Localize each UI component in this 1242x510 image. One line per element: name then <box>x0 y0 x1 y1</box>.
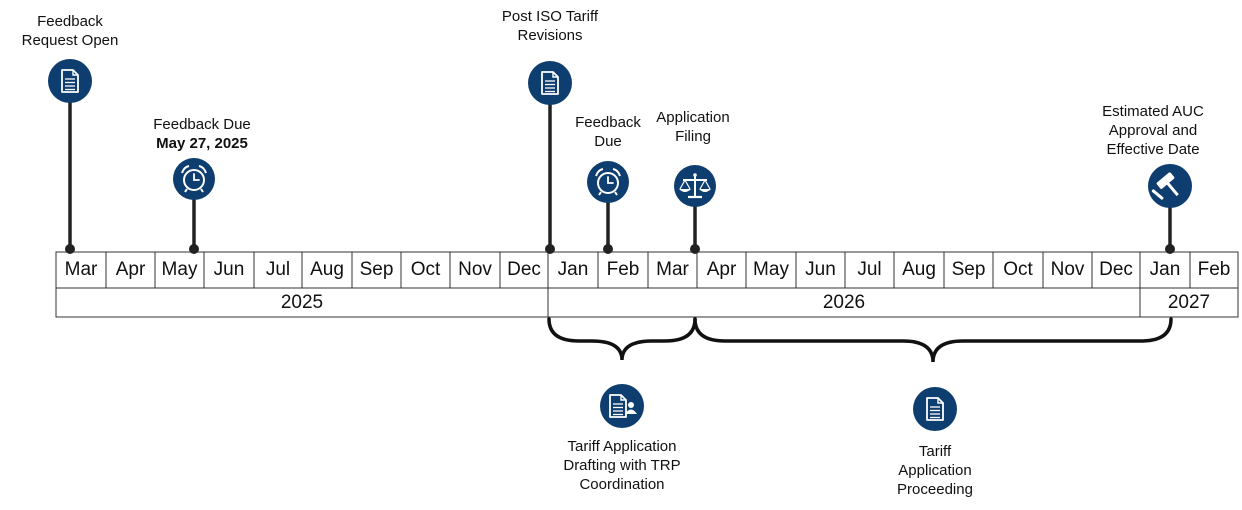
month-cell: Dec <box>1099 259 1133 280</box>
milestone-dot <box>65 244 75 254</box>
year-cell: 2026 <box>822 292 866 313</box>
document-icon <box>913 387 957 431</box>
timeline-table-frame <box>55 251 1239 318</box>
label-line: Feedback <box>37 13 103 30</box>
gavel-icon <box>1148 164 1192 208</box>
label-line: Filing <box>675 128 711 145</box>
label-line: Revisions <box>517 27 583 44</box>
scales-icon <box>674 165 716 207</box>
month-cell: Feb <box>606 259 640 280</box>
month-cell: Jan <box>1149 259 1181 280</box>
label-line: Effective Date <box>1106 141 1200 158</box>
label-line: Request Open <box>21 32 119 49</box>
label-line: Application <box>898 462 972 479</box>
milestone-dot <box>189 244 199 254</box>
month-cell: Apr <box>706 259 737 280</box>
label-line: Due <box>594 133 622 150</box>
month-cell: Oct <box>1003 259 1033 280</box>
month-cell: Apr <box>115 259 146 280</box>
label-line: Estimated AUC <box>1102 103 1204 120</box>
alarm-clock-icon <box>587 161 629 203</box>
milestone-dot <box>1165 244 1175 254</box>
label-line: Tariff <box>918 443 952 460</box>
month-cell: Mar <box>656 259 689 280</box>
label-line: Proceeding <box>897 481 973 498</box>
year-cell: 2027 <box>1167 292 1211 313</box>
month-cell: May <box>161 259 198 280</box>
month-cell: Nov <box>1050 259 1085 280</box>
phase-brace-proceeding <box>693 317 1173 363</box>
document-icon <box>528 61 572 105</box>
year-cell: 2025 <box>280 292 324 313</box>
milestone-dot <box>690 244 700 254</box>
month-cell: Jun <box>805 259 836 280</box>
month-cell: Feb <box>1197 259 1231 280</box>
label-date: May 27, 2025 <box>156 135 248 152</box>
label-line: Application <box>656 109 730 126</box>
label-line: Approval and <box>1108 122 1198 139</box>
document-icon <box>48 59 92 103</box>
document-person-icon <box>600 384 644 428</box>
phase-brace-drafting <box>547 317 697 361</box>
month-cell: Aug <box>310 259 344 280</box>
month-cell: Jun <box>213 259 245 280</box>
month-cell: Jul <box>265 259 291 280</box>
month-cell: Jan <box>557 259 589 280</box>
month-cell: May <box>753 259 789 280</box>
month-cell: Jul <box>857 259 882 280</box>
month-cell: Dec <box>507 259 541 280</box>
month-cell: Nov <box>458 259 492 280</box>
label-line: Drafting with TRP <box>563 457 681 474</box>
alarm-clock-icon <box>173 158 215 200</box>
label-line: Feedback <box>575 114 641 131</box>
label-line: Feedback Due <box>153 116 251 133</box>
milestone-dot <box>603 244 613 254</box>
month-cell: Sep <box>951 259 986 280</box>
label-line: Coordination <box>579 476 665 493</box>
month-cell: Oct <box>410 259 441 280</box>
month-cell: Aug <box>902 259 936 280</box>
month-cell: Mar <box>64 259 98 280</box>
label-line: Post ISO Tariff <box>501 8 599 25</box>
month-cell: Sep <box>359 259 394 280</box>
label-line: Tariff Application <box>567 438 677 455</box>
milestone-dot <box>545 244 555 254</box>
